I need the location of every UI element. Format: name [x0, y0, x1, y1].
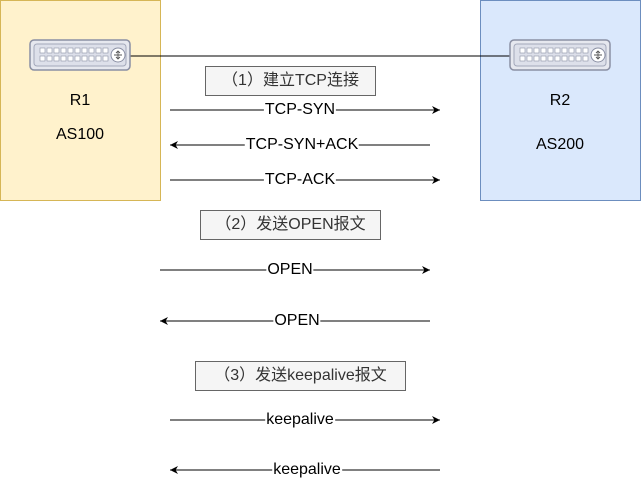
r2-node: [480, 0, 641, 201]
message-label: OPEN: [273, 312, 321, 330]
step-3-label: （3）发送keepalive报文: [195, 361, 406, 391]
message-label: keepalive: [272, 461, 342, 479]
r1-node: [0, 0, 161, 201]
r1-name: R1: [69, 92, 91, 109]
message-label: TCP-SYN+ACK: [244, 136, 360, 154]
router-icon: [29, 39, 131, 71]
message-label: keepalive: [265, 411, 335, 429]
step-1-label: （1）建立TCP连接: [205, 66, 376, 96]
r2-name: R2: [549, 92, 571, 109]
message-label: OPEN: [266, 261, 314, 279]
step-2-label: （2）发送OPEN报文: [200, 210, 381, 240]
r1-as: AS100: [55, 126, 105, 143]
router-icon: [509, 39, 611, 71]
message-label: TCP-ACK: [263, 171, 337, 189]
r2-as: AS200: [535, 136, 585, 153]
message-label: TCP-SYN: [263, 101, 337, 119]
